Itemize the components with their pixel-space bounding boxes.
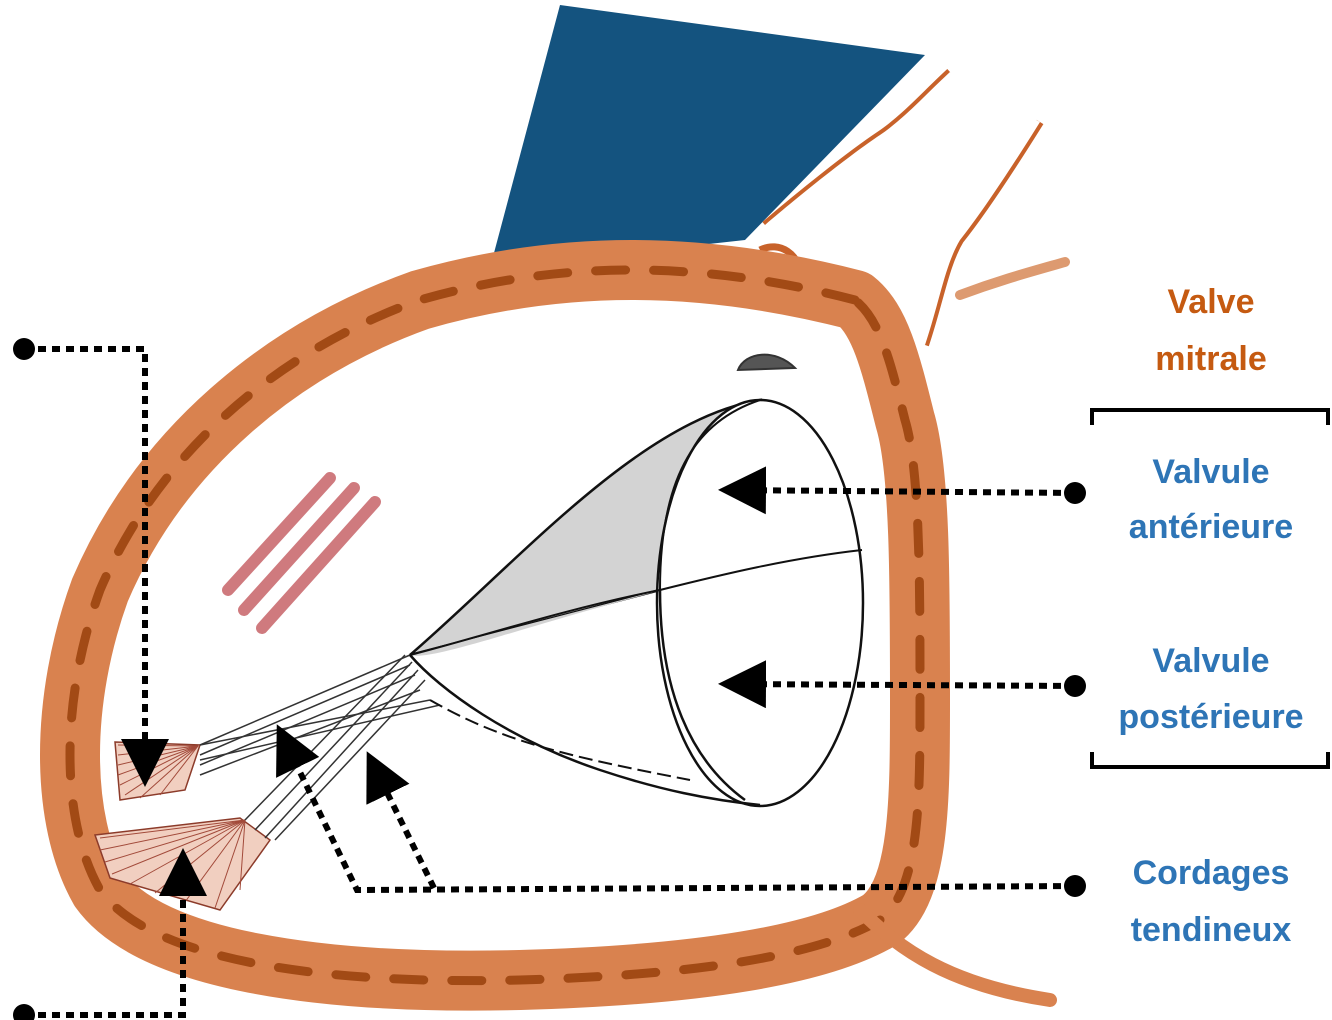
septal-cap	[738, 355, 795, 370]
posterior-label-line2: postérieure	[1118, 698, 1303, 736]
trabeculae-stripes	[228, 478, 375, 628]
anterior-label-line2: antérieure	[1129, 508, 1293, 546]
valve-label-line2: mitrale	[1155, 340, 1267, 378]
valve-label-line1: Valve	[1168, 283, 1255, 321]
posterior-label-line1: Valvule	[1152, 642, 1269, 680]
chordae-label-line1: Cordages	[1133, 854, 1290, 892]
mitral-valve-funnel	[410, 400, 863, 806]
chordae-label-line2: tendineux	[1131, 911, 1292, 949]
leader-chordae	[282, 735, 1086, 897]
anterior-label-line1: Valvule	[1152, 453, 1269, 491]
